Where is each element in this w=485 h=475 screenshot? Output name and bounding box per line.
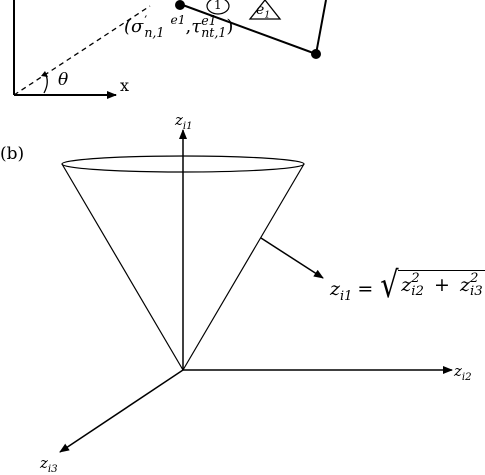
element-label-base: e (256, 2, 265, 18)
cone-left-side (61, 163, 184, 371)
eq-term2-sub: i3 (470, 283, 483, 299)
eq-lhs: zi1 (330, 280, 352, 304)
eq-term1-sup: 2 (411, 271, 420, 286)
node-number-label: 1 (214, 0, 222, 12)
z-i3-base: z (40, 454, 48, 472)
z-i1-axis-label: zi1 (175, 113, 193, 132)
z-i1-base: z (175, 111, 183, 129)
z-i2-base: z (454, 362, 462, 380)
theta-arc-arrowhead (41, 71, 48, 77)
x-axis-label: x (120, 76, 130, 95)
panel-b-label: (b) (0, 144, 25, 164)
cone-right-side (182, 163, 305, 371)
dashed-direction-line (13, 5, 151, 96)
z-i3-axis-arrow (59, 369, 184, 453)
tau-sup: e1 (201, 13, 217, 28)
z-i2-axis-label: zi2 (454, 364, 472, 383)
z-i1-sub: i1 (182, 120, 193, 132)
tau-symbol: τ (191, 15, 202, 37)
panel-a (13, 0, 327, 99)
element-label-sub: 1 (264, 9, 271, 21)
tau-sub: nt,1 (201, 24, 227, 40)
element-label: e1 (256, 3, 270, 20)
stress-close: ) (226, 15, 234, 37)
figure-canvas (13, 0, 453, 453)
node-number-circle (206, 0, 230, 15)
eq-term2-base: z (459, 273, 470, 296)
equation-pointer-arrow (260, 237, 324, 279)
node-point-1 (175, 0, 185, 10)
eq-term2-sup: 2 (470, 271, 479, 286)
z-i3-axis-label: zi3 (40, 456, 58, 475)
eq-term1-sub: i2 (411, 283, 424, 299)
eq-lhs-base: z (330, 278, 341, 300)
stress-sup: e1 (170, 13, 186, 27)
stress-prime: ′ (144, 13, 148, 28)
stress-comma: , (185, 15, 192, 37)
z-i2-sub: i2 (461, 371, 472, 383)
sqrt-icon: √ (380, 265, 399, 306)
eq-lhs-sub: i1 (340, 288, 353, 304)
eq-term1-base: z (401, 273, 412, 296)
element-triangle (248, 0, 282, 20)
theta-label: θ (58, 70, 69, 90)
stress-sub: n,1 (144, 24, 165, 40)
panel-b (59, 129, 453, 453)
node-point-2 (311, 49, 321, 59)
eq-plus: + (434, 273, 450, 296)
z-i3-sub: i3 (47, 463, 58, 475)
eq-equals: = (357, 278, 374, 300)
stress-open: (σ (124, 15, 144, 37)
